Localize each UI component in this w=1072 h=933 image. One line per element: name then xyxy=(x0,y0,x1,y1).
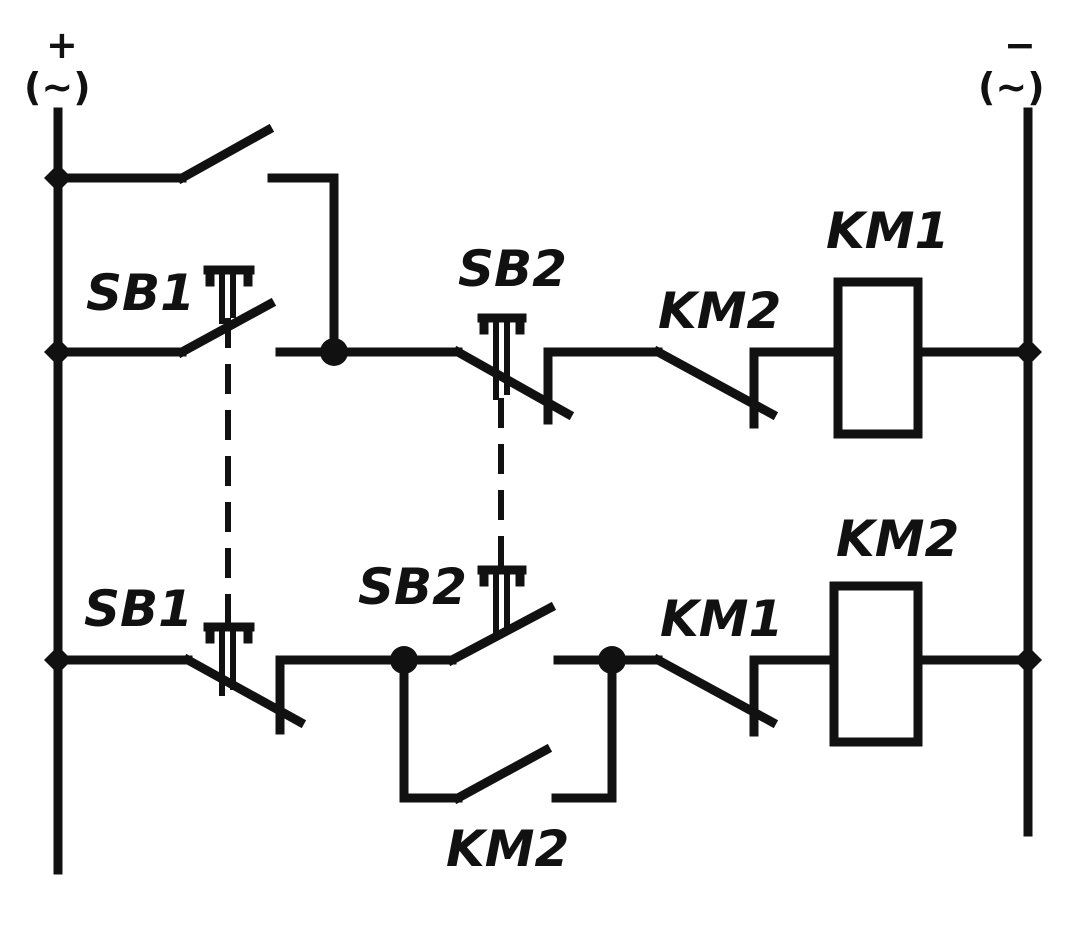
km1-interlock-label: KM1 xyxy=(660,590,783,648)
km2-interlock-label: KM2 xyxy=(658,282,781,340)
junction-node xyxy=(44,338,72,366)
junction-node xyxy=(320,338,348,366)
km1-holding-contact xyxy=(53,123,339,357)
km1-interlock-contact xyxy=(651,653,779,737)
km2-coil xyxy=(829,581,923,747)
right-polarity-label: − xyxy=(1004,23,1036,67)
sb1-stop-button-rung2 xyxy=(181,622,307,735)
sb2-label-rung1: SB2 xyxy=(458,240,567,298)
junction-node xyxy=(44,164,72,192)
sb1-label-rung1: SB1 xyxy=(86,264,195,322)
junction-node xyxy=(390,646,418,674)
junction-node xyxy=(1014,338,1042,366)
sb1-label-rung2: SB1 xyxy=(84,580,193,638)
left-ac-label: (~) xyxy=(24,65,91,109)
km1-coil-label: KM1 xyxy=(826,202,949,260)
km2-coil-label: KM2 xyxy=(836,510,959,568)
km1-coil xyxy=(833,277,923,439)
rung-2: SB1 SB2 KM2 KM1 KM2 xyxy=(53,510,1033,878)
sb2-start-button-rung2 xyxy=(445,565,557,667)
sb2-button-rung1 xyxy=(451,313,575,425)
junction-node xyxy=(44,646,72,674)
rung-1: SB1 SB2 KM2 KM1 xyxy=(53,123,1033,439)
junction-node xyxy=(1014,646,1042,674)
sb2-label-rung2: SB2 xyxy=(358,558,467,616)
km2-holding-label: KM2 xyxy=(446,820,569,878)
km2-holding-contact xyxy=(399,655,617,805)
junction-node xyxy=(598,646,626,674)
right-ac-label: (~) xyxy=(978,65,1045,109)
km2-interlock-contact xyxy=(651,345,779,429)
left-polarity-label: + xyxy=(46,23,78,67)
junction-nodes xyxy=(44,164,1042,674)
